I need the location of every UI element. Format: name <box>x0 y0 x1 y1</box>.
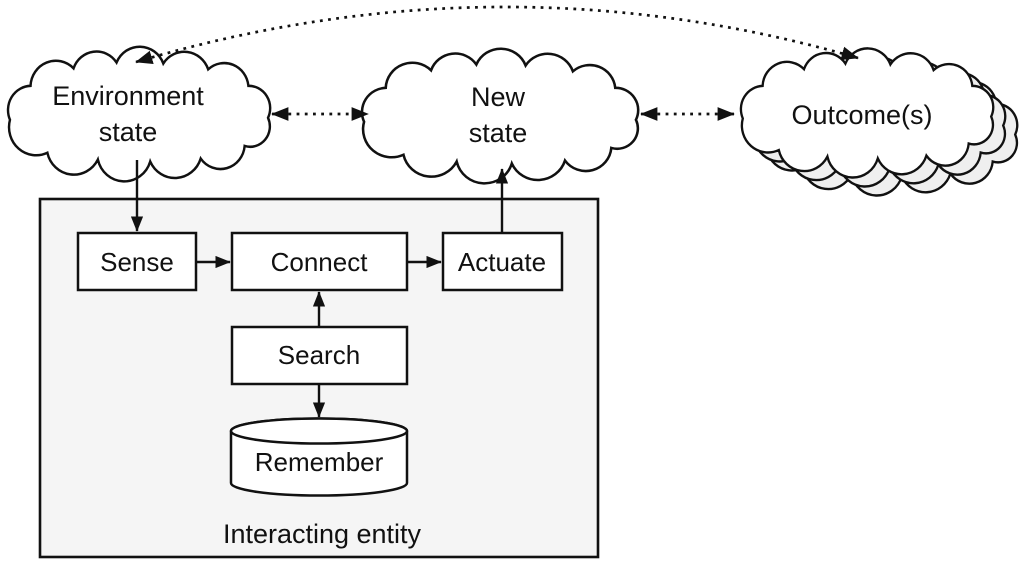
remember-datastore-cylinder: Remember <box>229 417 409 497</box>
connect-label: Connect <box>271 247 369 277</box>
new-state-label-line1: New <box>471 82 526 112</box>
interacting-entity-label: Interacting entity <box>223 519 422 549</box>
search-box: Search <box>230 325 409 386</box>
environment-state-label-line1: Environment <box>52 81 204 111</box>
sense-box: Sense <box>76 231 198 292</box>
outcomes-cloud-stack: Outcome(s) <box>739 47 1019 197</box>
environment-outcomes-dotted-arc-arrow <box>135 5 859 64</box>
search-label: Search <box>278 340 360 370</box>
actuate-box: Actuate <box>441 231 564 292</box>
sense-label: Sense <box>100 247 174 277</box>
new-state-label-line2: state <box>469 118 528 148</box>
actuate-label: Actuate <box>458 247 546 277</box>
new-state-cloud: New state <box>360 47 640 185</box>
connect-box: Connect <box>230 231 409 292</box>
environment-state-cloud: Environment state <box>6 45 272 183</box>
outcomes-label: Outcome(s) <box>791 100 932 130</box>
remember-label: Remember <box>255 447 384 477</box>
environment-state-label-line2: state <box>99 117 158 147</box>
